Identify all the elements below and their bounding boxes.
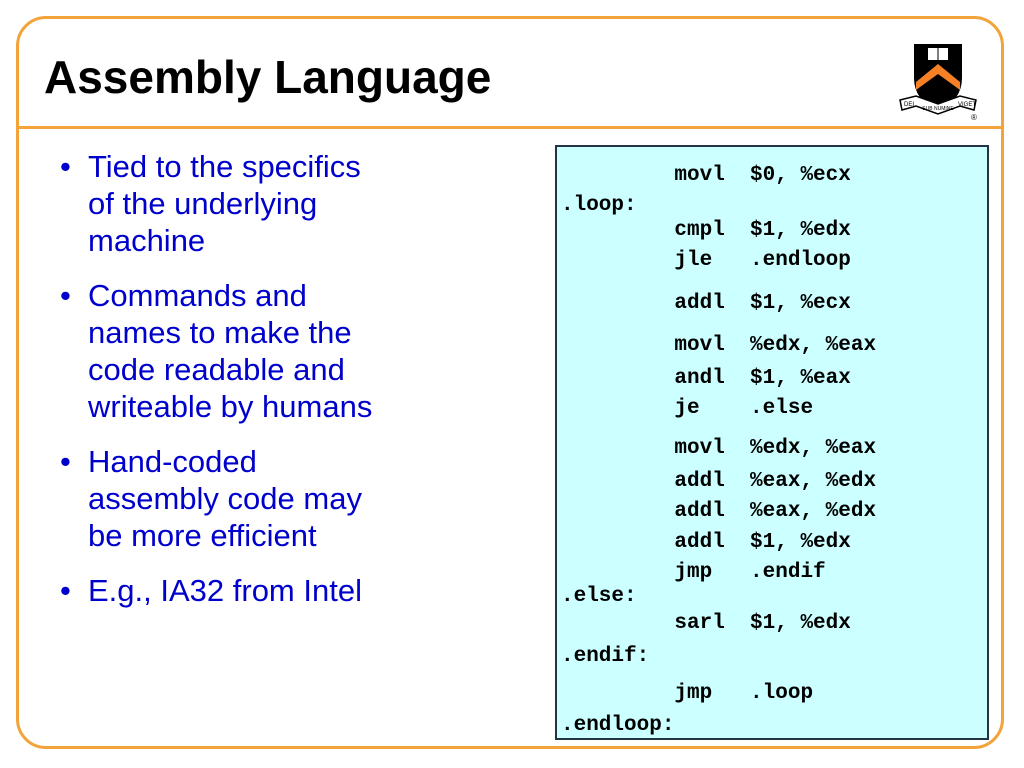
code-line: .endloop:: [561, 714, 675, 737]
bullet-line: code readable and: [88, 352, 345, 387]
logo-registered-mark: ®: [971, 113, 977, 122]
princeton-logo: DEI SUB NUMINE VIGET ®: [896, 30, 980, 122]
bullet-line: of the underlying: [88, 186, 318, 221]
code-line: andl $1, %eax: [561, 367, 851, 390]
code-line: movl $0, %ecx: [561, 164, 851, 187]
code-line: .endif:: [561, 645, 650, 668]
slide-frame: [16, 16, 1004, 749]
code-line: addl %eax, %edx: [561, 470, 877, 493]
code-line: addl $1, %edx: [561, 531, 851, 554]
bullet-line: names to make the: [88, 315, 352, 350]
code-line: jmp .endif: [561, 561, 826, 584]
code-line: addl %eax, %edx: [561, 500, 877, 523]
code-line: movl %edx, %eax: [561, 437, 877, 460]
title-divider: [16, 126, 1004, 129]
code-line: cmpl $1, %edx: [561, 219, 851, 242]
bullet-line: assembly code may: [88, 481, 362, 516]
code-line: movl %edx, %eax: [561, 334, 877, 357]
bullet-line: Tied to the specifics: [88, 149, 361, 184]
princeton-shield-icon: DEI SUB NUMINE VIGET ®: [899, 44, 977, 122]
bullet-dot: •: [60, 278, 71, 313]
code-line: jle .endloop: [561, 249, 851, 272]
slide-title: Assembly Language: [44, 51, 492, 103]
bullet-line: Hand-coded: [88, 444, 257, 479]
logo-motto-center: SUB NUMINE: [922, 106, 954, 112]
logo-motto-left: DEI: [904, 102, 914, 108]
bullet-line: Commands and: [88, 278, 307, 313]
code-line: addl $1, %ecx: [561, 292, 851, 315]
bullet-line: machine: [88, 223, 206, 258]
code-line: sarl $1, %edx: [561, 612, 851, 635]
code-line: jmp .loop: [561, 682, 814, 705]
bullet-line: writeable by humans: [88, 389, 373, 424]
bullet-dot: •: [60, 444, 71, 479]
bullet-dot: •: [60, 573, 71, 608]
code-listing: movl $0, %ecx .loop: cmpl $1, %edx jle .e…: [555, 145, 989, 740]
bullet-line: be more efficient: [88, 518, 317, 553]
bullet-item: • E.g., IA32 from Intel: [60, 572, 480, 609]
logo-motto-right: VIGET: [958, 102, 976, 108]
code-line: je .else: [561, 397, 814, 420]
bullet-line: E.g., IA32 from Intel: [88, 573, 362, 608]
code-line: .loop:: [561, 194, 637, 217]
code-line: .else:: [561, 585, 637, 608]
bullet-dot: •: [60, 149, 71, 184]
